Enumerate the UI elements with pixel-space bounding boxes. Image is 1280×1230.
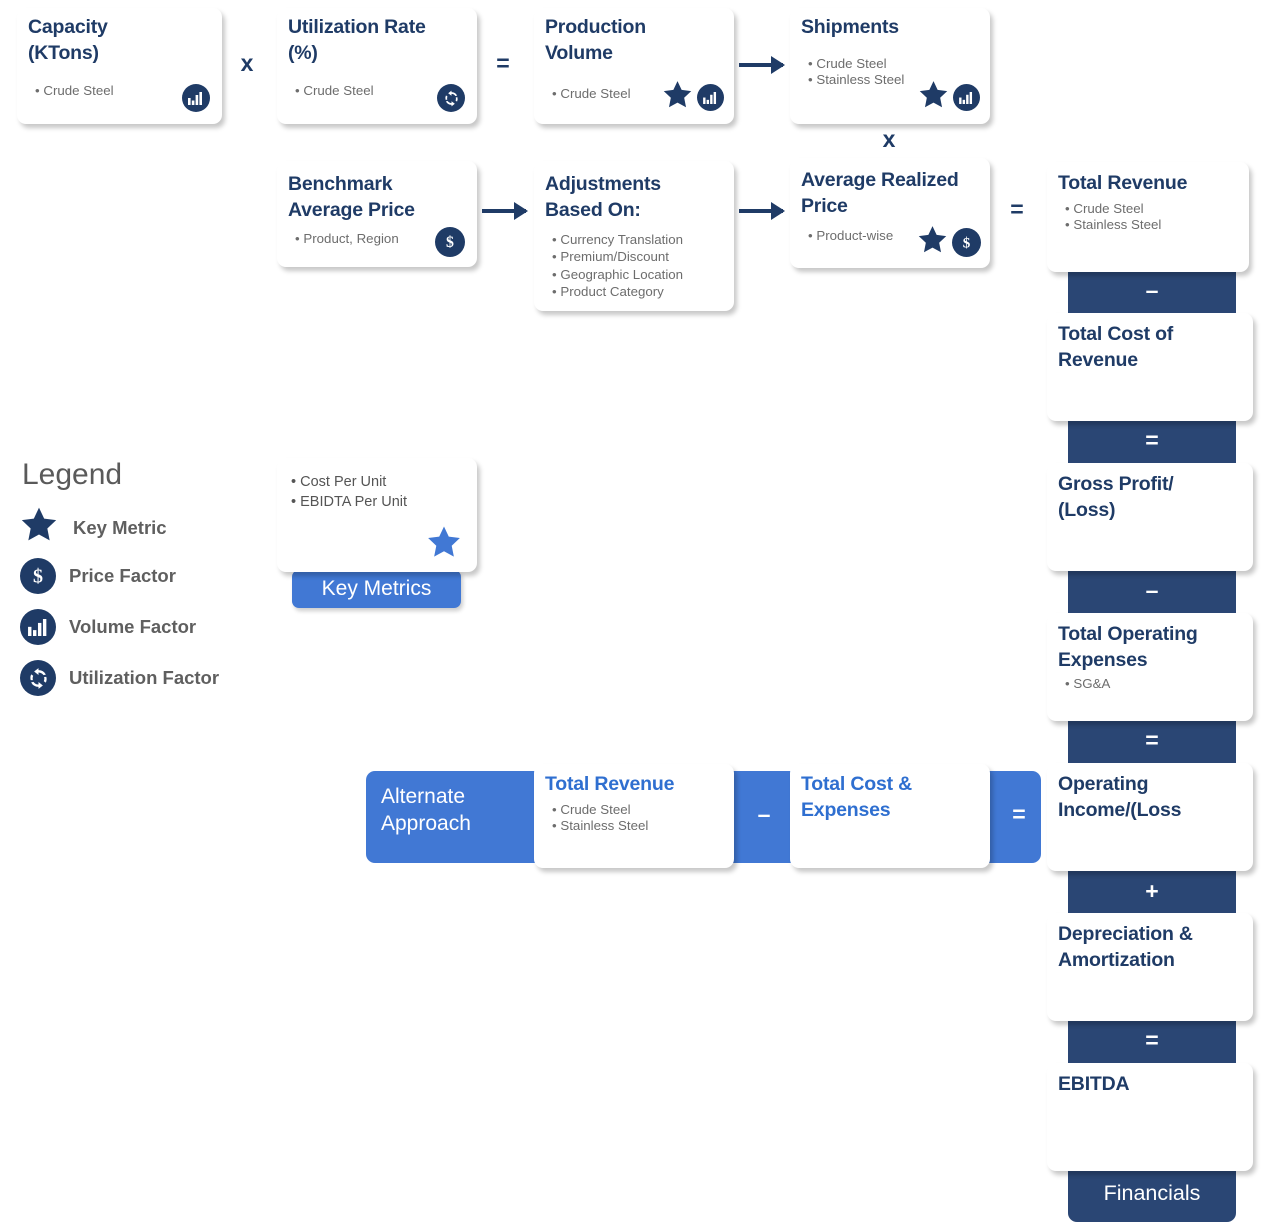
card-icons <box>437 84 465 112</box>
card-icons <box>661 79 724 116</box>
card-title: Shipments <box>801 16 899 38</box>
legend-item-price-factor: $ Price Factor <box>20 558 176 594</box>
card-title: Total Revenue <box>1058 172 1188 194</box>
legend-item-label: Key Metric <box>73 516 167 538</box>
card-bullets: Crude Steel Stainless Steel <box>808 56 982 89</box>
card-title: Gross Profit/(Loss) <box>1058 473 1174 521</box>
arrow-benchmark-to-adjustments <box>482 202 528 220</box>
operator-times-shipments-price: x <box>882 126 896 152</box>
key-metrics-tab[interactable]: Key Metrics <box>292 570 461 608</box>
key-metric-icon <box>425 524 463 566</box>
volume-factor-icon <box>953 84 980 111</box>
operator-equals-total-revenue: = <box>1010 196 1024 222</box>
key-metric-icon <box>917 79 950 116</box>
card-key-metrics[interactable]: Cost Per Unit EBIDTA Per Unit <box>277 458 477 572</box>
arrow-adjustments-to-realized-price <box>739 202 785 220</box>
card-bullets: SG&A <box>1065 676 1245 692</box>
volume-factor-icon <box>20 609 56 645</box>
card-bullets: Cost Per Unit EBIDTA Per Unit <box>291 472 469 513</box>
legend-item-key-metric: Key Metric <box>18 505 167 550</box>
card-bullets: Crude Steel Stainless Steel <box>552 802 726 835</box>
price-factor-icon: $ <box>20 558 56 594</box>
card-title: Capacity(KTons) <box>28 16 108 64</box>
price-factor-icon: $ <box>435 227 465 257</box>
card-capacity[interactable]: Capacity(KTons) Crude Steel <box>17 8 222 124</box>
arrow-production-to-shipments <box>739 56 785 74</box>
operator-minus-2: – <box>1145 577 1159 603</box>
volume-factor-icon <box>182 84 210 112</box>
card-bullets: Crude Steel <box>35 83 214 99</box>
card-shipments[interactable]: Shipments Crude Steel Stainless Steel <box>790 8 990 124</box>
price-factor-icon: $ <box>952 228 981 257</box>
operator-times-capacity-utilization: x <box>240 50 254 76</box>
utilization-factor-icon <box>437 84 465 112</box>
financials-label: Financials <box>1103 1181 1201 1205</box>
operator-equals-2: = <box>1145 727 1159 753</box>
operator-plus-1: + <box>1145 878 1159 904</box>
legend-item-label: Price Factor <box>69 565 176 586</box>
svg-text:$: $ <box>33 566 43 588</box>
card-icons: $ <box>435 227 465 257</box>
card-bullets: Crude Steel Stainless Steel <box>1065 201 1241 234</box>
card-ebitda[interactable]: EBITDA <box>1047 1063 1253 1171</box>
card-bullets: Product-wise <box>808 228 982 244</box>
card-total-revenue[interactable]: Total Revenue Crude Steel Stainless Stee… <box>1047 162 1249 272</box>
card-utilization-rate[interactable]: Utilization Rate(%) Crude Steel <box>277 8 477 124</box>
card-depreciation-amortization[interactable]: Depreciation &Amortization <box>1047 913 1253 1021</box>
card-title: Total Revenue <box>545 773 675 795</box>
card-title: Utilization Rate(%) <box>288 16 426 64</box>
utilization-factor-icon <box>20 660 56 696</box>
card-icons: $ <box>916 224 981 261</box>
card-icons <box>182 84 210 112</box>
card-icons <box>425 524 463 566</box>
card-bullets: Product, Region <box>295 231 469 247</box>
card-bullets: Crude Steel <box>552 86 726 102</box>
volume-factor-icon <box>697 84 724 111</box>
legend-item-utilization-factor: Utilization Factor <box>20 660 219 696</box>
operator-equals-3: = <box>1145 1027 1159 1053</box>
svg-text:$: $ <box>963 235 971 251</box>
card-title: Depreciation &Amortization <box>1058 923 1193 971</box>
operator-equals-1: = <box>1145 427 1159 453</box>
card-title: Total Cost &Expenses <box>801 773 912 821</box>
card-icons <box>917 79 980 116</box>
legend-item-label: Volume Factor <box>69 616 197 637</box>
operator-minus-1: – <box>1145 277 1159 303</box>
card-alt-total-revenue[interactable]: Total Revenue Crude Steel Stainless Stee… <box>534 764 734 868</box>
operator-equals-alt: = <box>1012 801 1026 827</box>
card-gross-profit-loss[interactable]: Gross Profit/(Loss) <box>1047 463 1253 571</box>
operator-equals-production: = <box>496 50 510 76</box>
key-metric-icon <box>916 224 949 261</box>
legend-item-label: Utilization Factor <box>69 667 220 688</box>
card-title: EBITDA <box>1058 1073 1130 1095</box>
card-alt-total-cost-expenses[interactable]: Total Cost &Expenses <box>790 764 990 868</box>
key-metric-icon <box>661 79 694 116</box>
svg-text:$: $ <box>446 234 454 251</box>
card-bullets: Crude Steel <box>295 83 469 99</box>
operator-minus-alt: – <box>757 801 771 827</box>
key-metric-icon <box>18 505 60 550</box>
card-bullets: Currency Translation Premium/Discount Ge… <box>552 231 726 300</box>
legend-item-volume-factor: Volume Factor <box>20 609 196 645</box>
legend-title: Legend <box>22 458 123 491</box>
